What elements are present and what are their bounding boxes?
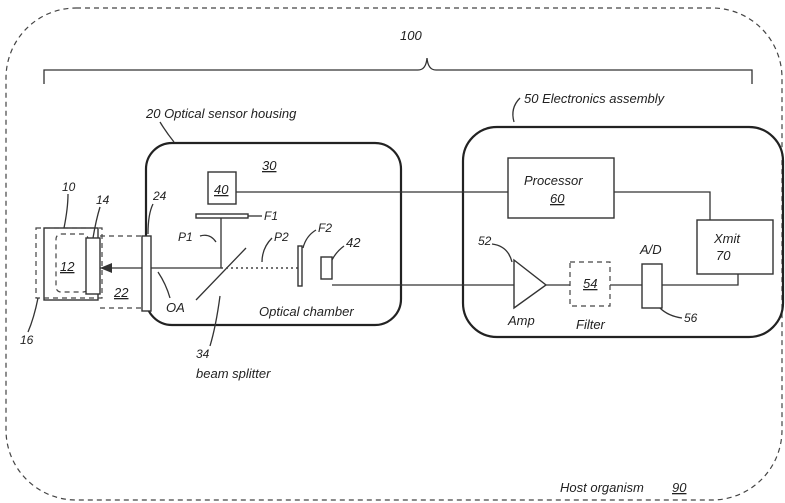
processor-to-xmit-line <box>614 191 711 220</box>
p1-leader <box>199 234 217 243</box>
filter-label: Filter <box>576 317 606 332</box>
ref-60-label: 60 <box>550 191 565 206</box>
ref-24-label: 24 <box>152 189 167 203</box>
processor-box <box>507 157 615 219</box>
optical-housing-label: 20 Optical sensor housing <box>145 106 297 121</box>
p2-leader <box>261 237 273 263</box>
ref-54-label: 54 <box>583 276 597 291</box>
ad-converter-box <box>641 263 663 309</box>
ref-34-label: 34 <box>196 347 210 361</box>
ref-34-leader <box>209 295 221 347</box>
ad-to-xmit-line <box>662 274 739 286</box>
ref-22-label: 22 <box>113 285 129 300</box>
ref-40-label: 40 <box>214 182 229 197</box>
ref-14-leader <box>92 206 101 239</box>
optical-chamber-label: Optical chamber <box>259 304 354 319</box>
host-organism-label: Host organism <box>560 480 644 495</box>
detector-40-box <box>207 171 237 205</box>
ref-14-label: 14 <box>96 193 110 207</box>
f2-label: F2 <box>318 221 332 235</box>
processor-label: Processor <box>524 173 583 188</box>
ref-10-leader <box>63 193 69 229</box>
ref-16-leader <box>27 297 39 333</box>
oa-leader <box>157 271 171 299</box>
ref-70-label: 70 <box>716 248 731 263</box>
p1-label: P1 <box>178 230 193 244</box>
ref-16-label: 16 <box>20 333 34 347</box>
ref-56-leader <box>659 307 683 319</box>
ref-56-label: 56 <box>684 311 698 325</box>
ad-label: A/D <box>639 242 662 257</box>
filter-f1 <box>195 213 249 219</box>
amplifier-triangle <box>513 258 548 310</box>
ref-42-leader <box>331 245 345 261</box>
host-organism-boundary <box>5 7 783 501</box>
beam-splitter-label: beam splitter <box>196 366 271 381</box>
filter-f2 <box>297 245 303 287</box>
system-bracket <box>43 57 753 84</box>
detector-42-box <box>320 256 333 280</box>
beam-splitter <box>195 247 247 301</box>
f2-leader <box>302 229 317 249</box>
ref-42-label: 42 <box>346 235 361 250</box>
sample-chamber-12 <box>55 233 89 293</box>
system-ref-label: 100 <box>400 28 422 43</box>
housing-16-outline <box>35 227 103 299</box>
oa-label: OA <box>166 300 185 315</box>
electronics-assembly-label: 50 Electronics assembly <box>524 91 666 106</box>
optical-sensor-housing <box>144 141 403 327</box>
ref-24-leader <box>147 203 154 235</box>
ref-10-label: 10 <box>62 180 76 194</box>
electronics-leader <box>512 97 521 123</box>
amp-label: Amp <box>507 313 535 328</box>
electronics-assembly <box>461 125 785 339</box>
membrane-14 <box>85 237 101 295</box>
xmit-box <box>696 219 774 275</box>
f1-label: F1 <box>264 209 278 223</box>
ref-12-label: 12 <box>60 259 75 274</box>
ref-90-label: 90 <box>672 480 687 495</box>
filter-54-box <box>569 261 611 307</box>
window-24 <box>141 235 152 312</box>
housing-leader <box>159 121 175 143</box>
optical-axis-arrowhead <box>100 263 112 273</box>
p2-label: P2 <box>274 230 289 244</box>
ref-52-label: 52 <box>478 234 492 248</box>
ref-30-label: 30 <box>262 158 277 173</box>
ref-52-leader <box>491 243 513 263</box>
xmit-label: Xmit <box>713 231 741 246</box>
